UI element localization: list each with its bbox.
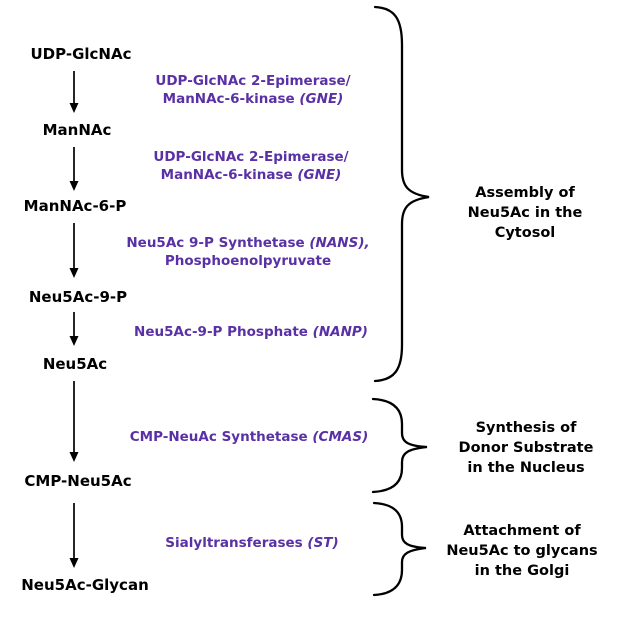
brace-nucleus [371,397,428,494]
enzyme-name: CMP-NeuAc Synthetase [129,429,308,445]
enzyme-line: CMP-NeuAc Synthetase (CMAS) [130,428,369,446]
enzyme-nans: Neu5Ac 9-P Synthetase (NANS), Phosphoeno… [126,234,369,270]
metabolite-neu5ac: Neu5Ac [42,355,108,373]
enzyme-line: ManNAc-6-kinase (GNE) [155,90,350,108]
enzyme-line: Phosphoenolpyruvate [164,253,332,269]
stage-label-cytosol: Assembly of Neu5Ac in the Cytosol [468,183,583,243]
stage-label-nucleus: Synthesis of Donor Substrate in the Nucl… [459,418,594,478]
enzyme-cmas: CMP-NeuAc Synthetase (CMAS) [130,428,369,446]
metabolite-mannac-6-p: ManNAc-6-P [23,197,127,215]
gene-symbol: (ST) [307,535,339,551]
stage-line: Donor Substrate [458,440,594,456]
enzyme-line: Neu5Ac-9-P Phosphate (NANP) [134,323,368,341]
arrowhead-icon [69,268,79,278]
enzyme-line: Sialyltransferases (ST) [165,534,338,552]
enzyme-nanp: Neu5Ac-9-P Phosphate (NANP) [134,323,368,341]
enzyme-line: Neu5Ac 9-P Synthetase (NANS), [126,234,369,252]
enzyme-name: Sialyltransferases [165,535,303,551]
stage-line: in the Nucleus [467,460,585,476]
arrowhead-icon [69,181,79,191]
stage-line: Synthesis of [475,420,577,436]
arrowhead-icon [69,452,79,462]
arrowhead-icon [69,103,79,113]
arrowhead-icon [69,558,79,568]
arrow-mannac-6-p-to-neu5ac-9-p [69,223,79,278]
metabolite-cmp-neu5ac: CMP-Neu5Ac [24,472,132,490]
stage-line: Cytosol [494,225,556,241]
arrow-neu5ac-9-p-to-neu5ac [69,312,79,346]
stage-line: Attachment of [463,523,581,539]
enzyme-gne-1: UDP-GlcNAc 2-Epimerase/ ManNAc-6-kinase … [155,72,350,108]
metabolite-neu5ac-9-p: Neu5Ac-9-P [28,288,128,306]
arrow-mannac-to-mannac-6-p [69,147,79,191]
gene-symbol: (GNE) [297,167,342,183]
enzyme-name: Neu5Ac 9-P Synthetase [126,235,305,251]
gene-symbol: (GNE) [299,91,344,107]
enzyme-gne-2: UDP-GlcNAc 2-Epimerase/ ManNAc-6-kinase … [153,148,348,184]
brace-golgi [372,501,427,597]
stage-label-golgi: Attachment of Neu5Ac to glycans in the G… [446,521,597,581]
metabolite-udp-glcnac: UDP-GlcNAc [30,45,132,63]
stage-line: Neu5Ac to glycans [446,543,598,559]
arrow-neu5ac-to-cmp-neu5ac [69,381,79,462]
enzyme-name: Neu5Ac-9-P Phosphate [134,324,308,340]
arrowhead-icon [69,336,79,346]
enzyme-line: UDP-GlcNAc 2-Epimerase/ [155,73,351,89]
enzyme-name: ManNAc-6-kinase [160,167,293,183]
metabolite-neu5ac-glycan: Neu5Ac-Glycan [21,576,149,594]
enzyme-name: ManNAc-6-kinase [162,91,295,107]
gene-symbol: (CMAS) [312,429,369,445]
stage-line: Assembly of [475,185,575,201]
stage-line: in the Golgi [474,563,570,579]
enzyme-st: Sialyltransferases (ST) [165,534,338,552]
stage-line: Neu5Ac in the [467,205,583,221]
gene-symbol: (NANS), [309,235,370,251]
enzyme-line: ManNAc-6-kinase (GNE) [153,166,348,184]
gene-symbol: (NANP) [312,324,368,340]
brace-cytosol [373,5,430,383]
enzyme-line: UDP-GlcNAc 2-Epimerase/ [153,149,349,165]
arrow-cmp-neu5ac-to-neu5ac-glycan [69,503,79,568]
arrow-udp-glcnac-to-mannac [69,71,79,113]
metabolite-mannac: ManNAc [42,121,112,139]
